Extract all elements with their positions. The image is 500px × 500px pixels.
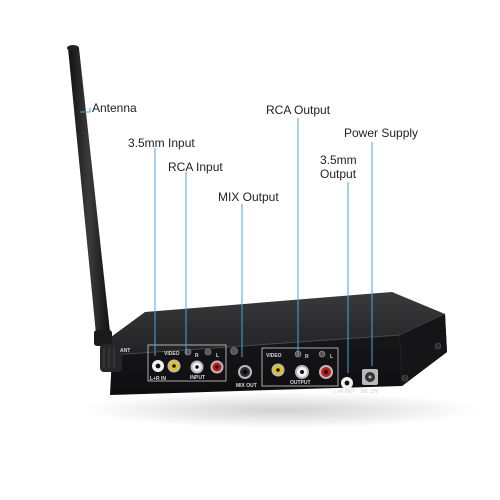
label-video-out: VIDEO (266, 353, 282, 359)
jack-video-output (271, 363, 285, 377)
label-dc: DC 12V (361, 389, 379, 395)
callout-rca-input: RCA Input (168, 160, 223, 174)
label-r-out: R (305, 354, 309, 360)
label-video-in: VIDEO (164, 351, 180, 357)
knob (204, 348, 212, 356)
label-r-in: R (195, 353, 199, 359)
callout-power-supply: Power Supply (344, 126, 419, 140)
jack-rca-input-right (190, 360, 204, 374)
jack-rca-input-left (210, 360, 224, 374)
label-lr-out: L+R OUT (334, 389, 356, 395)
label-l-in: L (216, 353, 219, 359)
jack-video-input (167, 359, 181, 373)
label-l-out: L (330, 354, 333, 360)
label-ant: ANT (120, 348, 130, 354)
label-lr-in: L+R IN (150, 376, 166, 382)
label-output: OUTPUT (290, 380, 311, 386)
screw (434, 342, 442, 350)
callout-35mm-output-line1: 3.5mm (320, 153, 357, 167)
floor-shadow (80, 392, 480, 428)
antenna (67, 45, 122, 372)
knob (318, 350, 326, 358)
jack-mix-output (238, 365, 252, 379)
label-mix-out: MIX OUT (236, 383, 257, 389)
callout-mix-output: MIX Output (218, 190, 279, 204)
callout-leader-lines (80, 108, 373, 373)
screw (401, 374, 409, 382)
knob (230, 347, 238, 355)
device-side-panel (400, 314, 447, 386)
jack-35mm-output (341, 377, 353, 389)
jack-rca-output-left (319, 365, 333, 379)
callout-35mm-input: 3.5mm Input (128, 136, 195, 150)
jack-rca-output-right (295, 365, 309, 379)
leader-antenna (80, 108, 91, 113)
callout-rca-output: RCA Output (266, 103, 331, 117)
input-group-frame (147, 344, 227, 382)
callout-35mm-output-line2: Output (320, 167, 357, 181)
callout-antenna: Antenna (92, 101, 137, 115)
label-input: INPUT (190, 375, 205, 381)
jack-35mm-input (152, 360, 164, 372)
jack-dc-power (362, 369, 378, 385)
output-group-frame (261, 347, 339, 387)
